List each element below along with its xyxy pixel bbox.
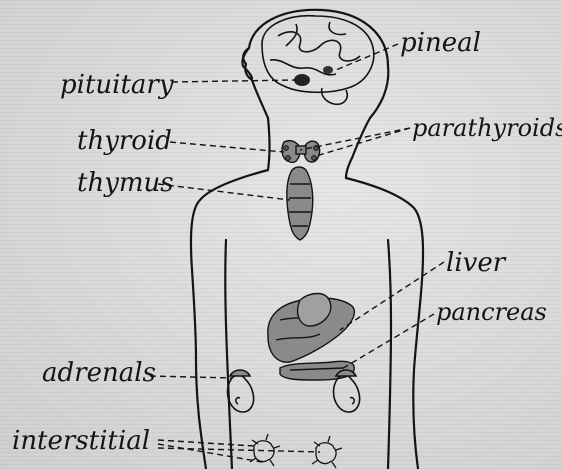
neck-outline — [268, 118, 270, 170]
pituitary-gland — [294, 74, 310, 86]
label-interstitial: interstitial — [12, 428, 150, 454]
leader-lines — [150, 44, 444, 462]
left-adrenal-kidney — [228, 370, 254, 412]
label-adrenals: adrenals — [42, 360, 156, 386]
pineal-gland — [323, 66, 333, 74]
thymus-gland — [287, 167, 313, 240]
leader-thyroid — [170, 142, 284, 152]
leader-interstitial-1 — [158, 440, 254, 446]
label-pituitary: pituitary — [60, 72, 174, 98]
label-thyroid: thyroid — [77, 128, 172, 154]
leader-interstitial-2 — [158, 444, 262, 462]
brain-shape — [262, 16, 374, 105]
label-pancreas: pancreas — [436, 300, 547, 324]
leader-adrenals — [150, 376, 232, 378]
leader-pancreas — [340, 314, 434, 370]
label-thymus: thymus — [77, 170, 174, 196]
right-adrenal-kidney — [334, 370, 360, 412]
leader-thymus — [158, 184, 290, 200]
leader-parathyroids-1 — [300, 128, 410, 150]
leader-interstitial-3 — [158, 448, 320, 452]
label-pineal: pineal — [400, 30, 481, 56]
label-parathyroids: parathyroids — [412, 116, 562, 140]
label-liver: liver — [446, 250, 505, 276]
